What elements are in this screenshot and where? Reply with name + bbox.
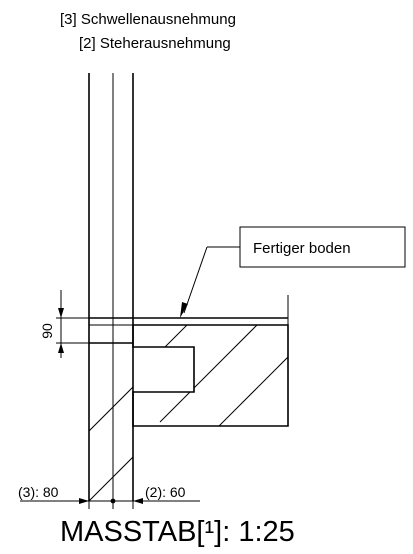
floor-finish (89, 317, 288, 344)
dimension-left-label: (3): 80 (18, 484, 59, 500)
label-schwellenausnehmung: [3] Schwellenausnehmung (60, 11, 236, 28)
boden-arrowhead (180, 302, 188, 318)
upper-wall (88, 73, 134, 318)
dimension-90-label: 90 (39, 323, 55, 339)
floor-slab (132, 295, 289, 427)
lower-wall-hatching (89, 386, 133, 501)
dimension-bottom: (3): 80 (2): 60 (18, 484, 200, 509)
dimension-90: 90 (39, 290, 89, 358)
boden-callout: Fertiger boden (180, 226, 406, 318)
lower-wall (88, 318, 134, 501)
label-steherausnehmung: [2] Steherausnehmung (79, 35, 231, 52)
label-fertiger-boden: Fertiger boden (253, 240, 351, 257)
dimension-right-label: (2): 60 (145, 484, 186, 500)
scale-label: MASSTAB[¹]: 1:25 (60, 516, 295, 548)
slab-hatching (133, 325, 288, 426)
